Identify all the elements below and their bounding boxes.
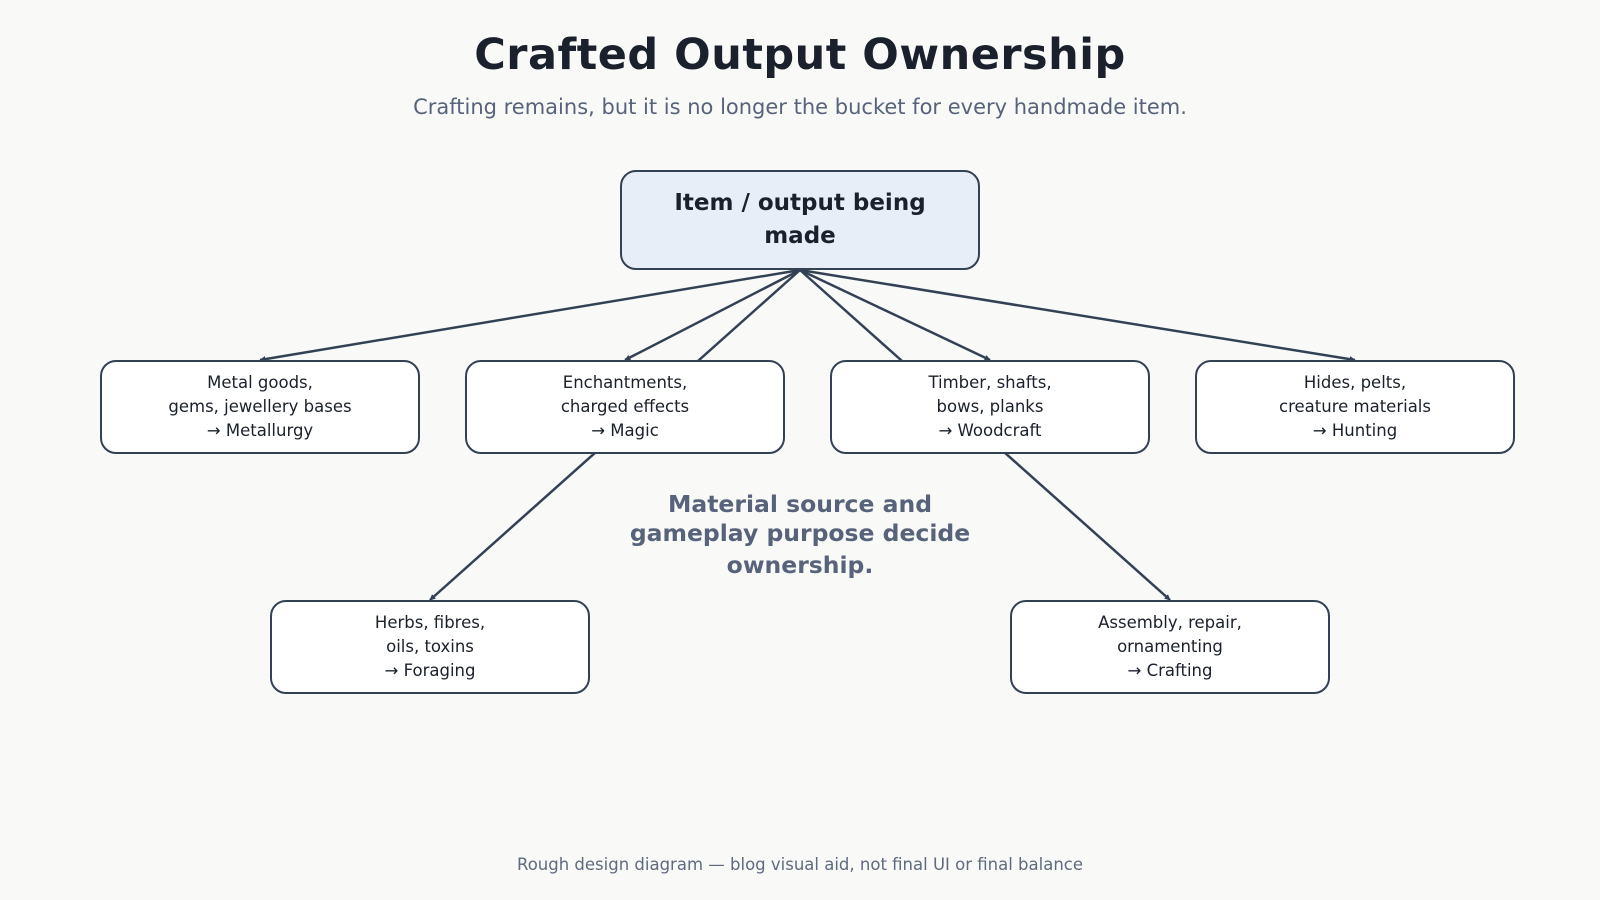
node-line: bows, planks bbox=[936, 397, 1044, 416]
node-line: gems, jewellery bases bbox=[168, 397, 352, 416]
edge-arrow-metallurgy bbox=[259, 268, 801, 363]
edge-arrow-hunting bbox=[799, 268, 1356, 363]
node-line: → Metallurgy bbox=[206, 421, 314, 440]
diagram-title: Crafted Output Ownership bbox=[474, 30, 1126, 80]
node-line: Metal goods, bbox=[207, 373, 313, 392]
node-foraging: Herbs, fibres, oils, toxins → Foraging bbox=[270, 600, 590, 694]
node-hunting: Hides, pelts, creature materials → Hunti… bbox=[1195, 360, 1515, 454]
node-line: → Crafting bbox=[1127, 661, 1213, 680]
node-line: Assembly, repair, bbox=[1098, 613, 1242, 632]
root-node-line: made bbox=[764, 223, 836, 249]
node-crafting: Assembly, repair, ornamenting → Crafting bbox=[1010, 600, 1330, 694]
node-line: ornamenting bbox=[1117, 637, 1223, 656]
node-metallurgy: Metal goods, gems, jewellery bases → Met… bbox=[100, 360, 420, 454]
node-line: → Hunting bbox=[1312, 421, 1398, 440]
root-node-line: Item / output being bbox=[674, 190, 926, 216]
node-line: Hides, pelts, bbox=[1303, 373, 1407, 392]
node-line: → Magic bbox=[591, 421, 659, 440]
edge-arrow-woodcraft bbox=[799, 268, 991, 362]
center-note: Material source and gameplay purpose dec… bbox=[600, 490, 1000, 580]
node-line: Timber, shafts, bbox=[928, 373, 1052, 392]
footer-note: Rough design diagram — blog visual aid, … bbox=[516, 855, 1084, 874]
node-line: creature materials bbox=[1279, 397, 1431, 416]
node-line: → Foraging bbox=[384, 661, 476, 680]
node-magic: Enchantments, charged effects → Magic bbox=[465, 360, 785, 454]
edge-arrow-magic bbox=[624, 268, 801, 362]
center-note-line: gameplay purpose decide bbox=[629, 519, 971, 547]
node-line: oils, toxins bbox=[386, 637, 474, 656]
center-note-line: ownership. bbox=[726, 551, 874, 579]
diagram-subtitle: Crafting remains, but it is no longer th… bbox=[413, 95, 1187, 119]
node-line: → Woodcraft bbox=[938, 421, 1042, 440]
node-line: Herbs, fibres, bbox=[374, 613, 486, 632]
node-line: Enchantments, bbox=[562, 373, 688, 392]
center-note-line: Material source and bbox=[667, 490, 933, 518]
node-line: charged effects bbox=[560, 397, 690, 416]
root-node: Item / output being made bbox=[620, 170, 980, 270]
node-woodcraft: Timber, shafts, bows, planks → Woodcraft bbox=[830, 360, 1150, 454]
